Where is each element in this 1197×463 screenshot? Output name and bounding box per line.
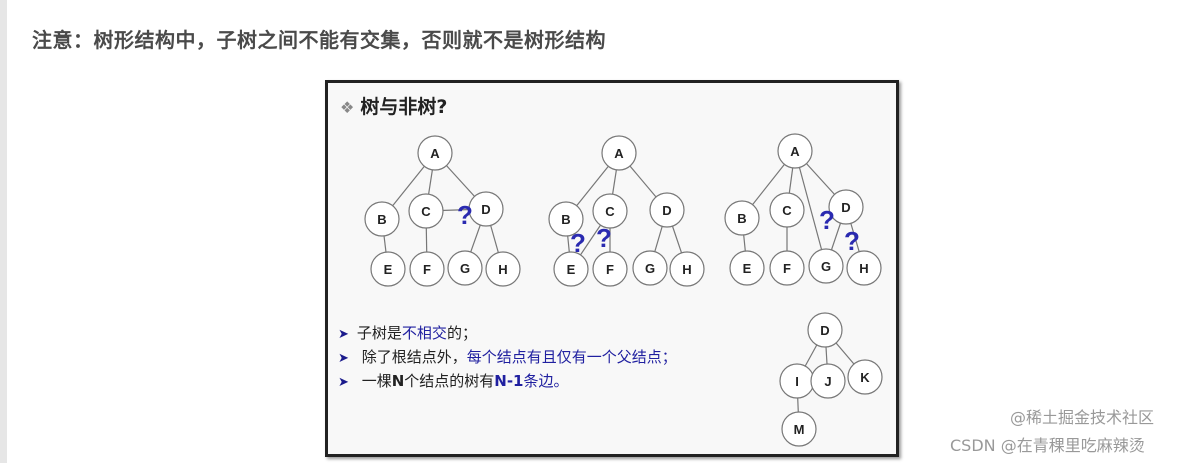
page-heading: 注意：树形结构中，子树之间不能有交集，否则就不是树形结构 bbox=[32, 28, 606, 52]
question-mark: ? bbox=[596, 223, 612, 253]
question-mark: ? bbox=[819, 205, 835, 235]
tree-node-label: F bbox=[423, 262, 431, 277]
tree-node-label: D bbox=[662, 203, 671, 218]
text: 的； bbox=[446, 324, 477, 342]
tree-node-label: F bbox=[606, 262, 614, 277]
bullet-item: ➤ 除了根结点外，每个结点有且仅有一个父结点； bbox=[338, 346, 677, 370]
left-border bbox=[0, 0, 7, 463]
text: N bbox=[391, 372, 405, 390]
bullet-list: ➤ 子树是不相交的； ➤ 除了根结点外，每个结点有且仅有一个父结点； ➤ 一棵N个… bbox=[338, 322, 677, 394]
tree-2: A B C D E F G H bbox=[548, 135, 705, 287]
tree-node-label: H bbox=[498, 262, 507, 277]
tree-3: A B C D E F G H bbox=[724, 133, 882, 286]
tree-node-label: C bbox=[421, 204, 431, 219]
tree-node-label: C bbox=[605, 204, 615, 219]
tree-node bbox=[669, 251, 705, 287]
text-highlight: 条边。 bbox=[523, 372, 569, 390]
tree-node-label: A bbox=[614, 146, 624, 161]
tree-node-label: G bbox=[460, 261, 470, 276]
tree-node-label: I bbox=[795, 374, 799, 389]
watermark-overlay: @稀土掘金技术社区 bbox=[1010, 408, 1155, 427]
tree-node bbox=[485, 251, 521, 287]
tree-node bbox=[729, 250, 765, 286]
tree-node-label: K bbox=[860, 370, 870, 385]
tree-node bbox=[592, 193, 628, 229]
tree-node bbox=[781, 411, 817, 447]
tree-node-label: B bbox=[737, 211, 746, 226]
tree-node-label: B bbox=[561, 212, 570, 227]
tree-node-label: D bbox=[820, 323, 829, 338]
tree-node bbox=[417, 135, 453, 171]
tree-node bbox=[649, 192, 685, 228]
tree-node-label: C bbox=[782, 203, 792, 218]
tree-node-label: E bbox=[384, 262, 393, 277]
tree-node bbox=[548, 201, 584, 237]
tree-4: D I J K M bbox=[779, 312, 883, 447]
tree-node-label: M bbox=[794, 422, 805, 437]
tree-node-label: A bbox=[430, 146, 440, 161]
arrow-bullet-icon: ➤ bbox=[338, 375, 349, 390]
tree-node-label: J bbox=[824, 374, 831, 389]
tree-node bbox=[846, 250, 882, 286]
tree-node bbox=[553, 251, 589, 287]
tree-node bbox=[724, 200, 760, 236]
tree-node-label: E bbox=[567, 262, 576, 277]
text-highlight: 每个结点有且仅有一个父结点； bbox=[466, 348, 677, 366]
question-mark: ? bbox=[457, 200, 473, 230]
tree-node bbox=[807, 312, 843, 348]
tree-node bbox=[408, 193, 444, 229]
tree-edge bbox=[794, 150, 827, 267]
tree-node-label: H bbox=[682, 262, 691, 277]
bullet-item: ➤ 一棵N个结点的树有N-1条边。 bbox=[338, 370, 677, 394]
tree-node-label: B bbox=[377, 212, 386, 227]
tree-node bbox=[592, 251, 628, 287]
tree-node-label: A bbox=[790, 144, 800, 159]
tree-node bbox=[447, 250, 483, 286]
tree-node bbox=[808, 248, 844, 284]
tree-node bbox=[468, 191, 504, 227]
tree-node bbox=[810, 363, 846, 399]
tree-node bbox=[632, 250, 668, 286]
tree-node-label: D bbox=[481, 202, 490, 217]
text: 除了根结点外， bbox=[361, 348, 467, 366]
tree-node bbox=[364, 201, 400, 237]
text-highlight: N-1 bbox=[494, 372, 524, 390]
watermark: CSDN @在青稞里吃麻辣烫 bbox=[950, 436, 1145, 455]
tree-node-label: G bbox=[821, 259, 831, 274]
bullet-item: ➤ 子树是不相交的； bbox=[338, 322, 677, 346]
tree-node bbox=[828, 189, 864, 225]
tree-1: A B C D E F G H bbox=[364, 135, 521, 287]
tree-node-label: E bbox=[743, 261, 752, 276]
question-mark: ? bbox=[570, 228, 586, 258]
tree-node bbox=[409, 251, 445, 287]
tree-node-label: G bbox=[645, 261, 655, 276]
slide-title-text: 树与非树? bbox=[360, 96, 448, 118]
tree-node bbox=[847, 359, 883, 395]
tree-node-label: F bbox=[783, 261, 791, 276]
tree-node bbox=[769, 250, 805, 286]
diamond-bullet-icon: ❖ bbox=[340, 98, 355, 117]
tree-node-label: D bbox=[841, 200, 850, 215]
tree-node-label: H bbox=[859, 261, 868, 276]
arrow-bullet-icon: ➤ bbox=[338, 327, 349, 342]
tree-node bbox=[370, 251, 406, 287]
question-mark: ? bbox=[844, 226, 860, 256]
text: 一棵 bbox=[361, 372, 392, 390]
tree-node bbox=[601, 135, 637, 171]
text: 个结点的树有 bbox=[404, 372, 495, 390]
tree-node bbox=[769, 192, 805, 228]
slide-title: ❖ 树与非树? bbox=[340, 92, 447, 119]
arrow-bullet-icon: ➤ bbox=[338, 351, 349, 366]
tree-node bbox=[777, 133, 813, 169]
text-highlight: 不相交 bbox=[401, 324, 447, 342]
text: 子树是 bbox=[356, 324, 402, 342]
